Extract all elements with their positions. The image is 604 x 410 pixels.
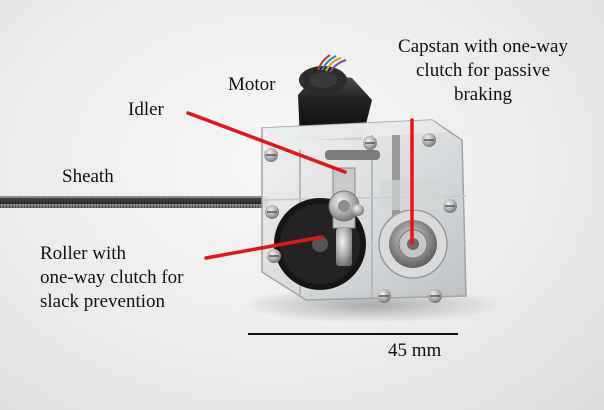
sheath-cable <box>0 196 268 208</box>
scale-label: 45 mm <box>388 340 442 361</box>
idler-label: Idler <box>128 99 164 120</box>
roller-arrow <box>204 235 324 260</box>
idler-pulley <box>328 167 360 266</box>
sheath-label: Sheath <box>62 166 114 187</box>
roller-label: Roller with one-way clutch for slack pre… <box>40 243 184 312</box>
capstan-label: Capstan with one-way clutch for passive … <box>398 36 568 105</box>
idler-arrow <box>186 111 347 174</box>
motor-label: Motor <box>228 74 276 95</box>
screws <box>264 133 457 303</box>
